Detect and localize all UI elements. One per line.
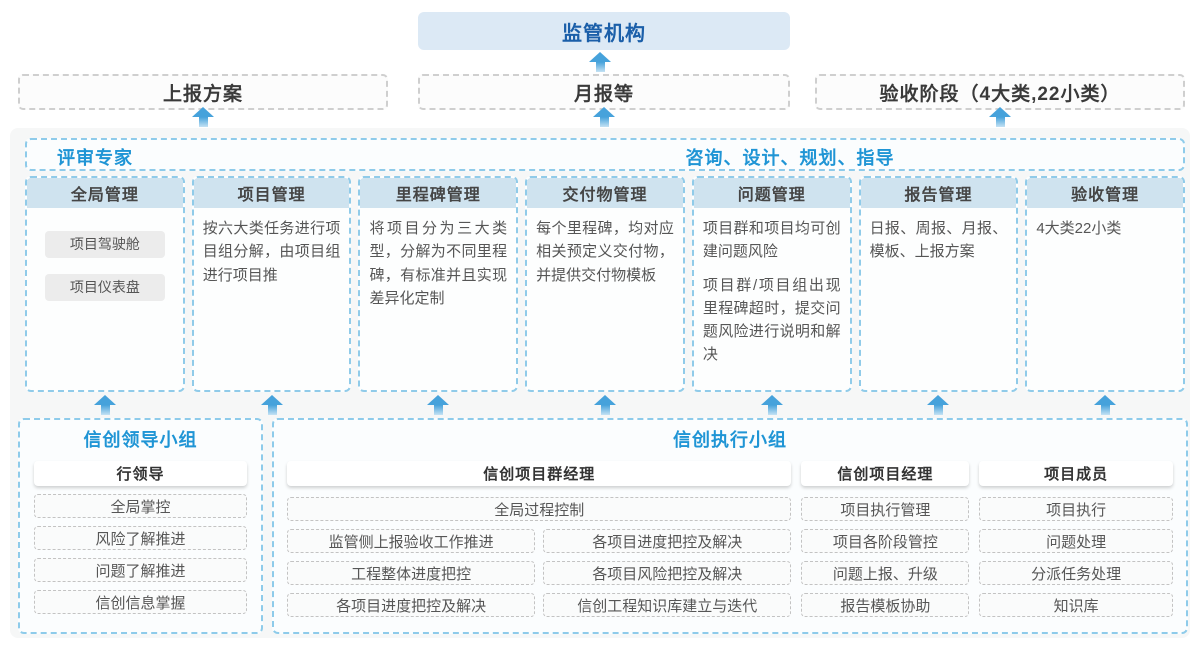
column-header: 交付物管理 xyxy=(527,178,683,208)
column-body: 项目驾驶舱 项目仪表盘 xyxy=(27,208,183,310)
module-column-issue: 问题管理 项目群和项目均可创建问题风险 项目群/项目组出现里程碑超时，提交问题风… xyxy=(691,176,852,392)
leader-group-title: 信创领导小组 xyxy=(83,430,198,450)
up-arrow-icon xyxy=(427,395,449,415)
task-item: 全局过程控制 xyxy=(287,497,792,521)
leader-group-body: 行领导 全局掌控 风险了解推进 问题了解推进 信创信息掌握 xyxy=(20,461,261,614)
exec-col-program-manager: 信创项目群经理 全局过程控制 监管侧上报验收工作推进 各项目进度把控及解决 工程… xyxy=(287,461,792,617)
channel-label: 上报方案 xyxy=(162,83,243,105)
issue-text-2: 项目群/项目组出现里程碑超时，提交问题风险进行说明和解决 xyxy=(702,276,841,364)
up-arrow-icon xyxy=(589,52,611,72)
up-arrow-icon xyxy=(261,395,283,415)
column-body: 按六大类任务进行项目组分解，由项目组进行项目推 xyxy=(202,220,341,284)
issue-text-1: 项目群和项目均可创建问题风险 xyxy=(702,220,841,261)
column-body: 日报、周报、月报、模板、上报方案 xyxy=(869,220,1008,261)
module-columns-row: 全局管理 项目驾驶舱 项目仪表盘 项目管理 按六大类任务进行项目组分解，由项目组… xyxy=(25,176,1186,392)
up-arrow-icon xyxy=(594,395,616,415)
module-column-milestone: 里程碑管理 将项目分为三大类型，分解为不同里程碑，有标准并且实现差异化定制 xyxy=(358,176,519,392)
channel-box-acceptance-stage: 验收阶段（4大类,22小类） xyxy=(815,74,1185,110)
column-header: 里程碑管理 xyxy=(360,178,517,208)
arrow-head xyxy=(589,52,611,62)
module-column-project: 项目管理 按六大类任务进行项目组分解，由项目组进行项目推 xyxy=(191,176,352,392)
channel-box-report-plan: 上报方案 xyxy=(18,74,388,110)
exec-group: 信创执行小组 信创项目群经理 全局过程控制 监管侧上报验收工作推进 各项目进度把… xyxy=(272,418,1188,634)
up-arrow-icon xyxy=(593,107,615,127)
role-box-project-manager: 信创项目经理 xyxy=(801,461,970,486)
leader-group: 信创领导小组 行领导 全局掌控 风险了解推进 问题了解推进 信创信息掌握 xyxy=(18,418,263,634)
up-arrow-icon xyxy=(94,395,116,415)
advisory-label: 咨询、设计、规划、指导 xyxy=(685,148,895,168)
task-item: 项目执行 xyxy=(979,497,1174,521)
exec-col-member: 项目成员 项目执行 问题处理 分派任务处理 知识库 xyxy=(979,461,1174,617)
role-box-bank-leader: 行领导 xyxy=(34,461,247,486)
column-header: 全局管理 xyxy=(27,178,183,208)
task-item: 全局掌控 xyxy=(34,494,247,518)
task-item: 问题了解推进 xyxy=(34,558,247,582)
column-header: 报告管理 xyxy=(860,178,1017,208)
task-item: 各项目进度把控及解决 xyxy=(543,529,792,553)
chip-project-dashboard: 项目仪表盘 xyxy=(44,274,165,301)
module-column-global: 全局管理 项目驾驶舱 项目仪表盘 xyxy=(25,176,185,392)
task-item: 分派任务处理 xyxy=(979,561,1174,585)
exec-group-body: 信创项目群经理 全局过程控制 监管侧上报验收工作推进 各项目进度把控及解决 工程… xyxy=(274,461,1186,617)
up-arrow-icon xyxy=(192,107,214,127)
column-body: 将项目分为三大类型，分解为不同里程碑，有标准并且实现差异化定制 xyxy=(369,220,508,307)
column-header: 项目管理 xyxy=(193,178,350,208)
chip-project-cockpit: 项目驾驶舱 xyxy=(44,231,165,258)
column-body: 4大类22小类 xyxy=(1036,220,1122,237)
task-item: 风险了解推进 xyxy=(34,526,247,550)
task-item: 信创工程知识库建立与迭代 xyxy=(543,593,792,617)
task-item: 信创信息掌握 xyxy=(34,590,247,614)
program-manager-task-grid: 监管侧上报验收工作推进 各项目进度把控及解决 工程整体进度把控 各项目风险把控及… xyxy=(287,529,792,617)
task-item: 监管侧上报验收工作推进 xyxy=(287,529,536,553)
task-item: 问题上报、升级 xyxy=(801,561,970,585)
task-item: 知识库 xyxy=(979,593,1174,617)
task-item: 项目各阶段管控 xyxy=(801,529,970,553)
regulator-box: 监管机构 xyxy=(418,12,790,50)
column-body: 每个里程碑，均对应相关预定义交付物，并提供交付物模板 xyxy=(536,220,674,284)
task-item: 项目执行管理 xyxy=(801,497,970,521)
column-header: 问题管理 xyxy=(693,178,850,208)
regulator-label: 监管机构 xyxy=(562,22,646,45)
task-item: 问题处理 xyxy=(979,529,1174,553)
module-column-acceptance: 验收管理 4大类22小类 xyxy=(1025,176,1186,392)
main-panel: 评审专家 咨询、设计、规划、指导 全局管理 项目驾驶舱 项目仪表盘 项目管理 按… xyxy=(10,128,1190,638)
arrow-stem xyxy=(595,62,605,72)
channel-label: 月报等 xyxy=(573,83,634,105)
channel-box-monthly-report: 月报等 xyxy=(418,74,790,110)
column-header: 验收管理 xyxy=(1027,178,1184,208)
module-column-report: 报告管理 日报、周报、月报、模板、上报方案 xyxy=(858,176,1019,392)
task-item: 报告模板协助 xyxy=(801,593,970,617)
task-item: 工程整体进度把控 xyxy=(287,561,536,585)
experts-bar: 评审专家 咨询、设计、规划、指导 xyxy=(25,138,1185,171)
task-item: 各项目风险把控及解决 xyxy=(543,561,792,585)
up-arrow-icon xyxy=(1094,395,1116,415)
role-box-program-manager: 信创项目群经理 xyxy=(287,461,792,486)
module-column-deliverable: 交付物管理 每个里程碑，均对应相关预定义交付物，并提供交付物模板 xyxy=(525,176,685,392)
up-arrow-icon xyxy=(761,395,783,415)
up-arrow-icon xyxy=(927,395,949,415)
task-item: 各项目进度把控及解决 xyxy=(287,593,536,617)
up-arrow-icon xyxy=(989,107,1011,127)
channel-label: 验收阶段（4大类,22小类） xyxy=(879,83,1121,105)
exec-group-title: 信创执行小组 xyxy=(673,430,787,450)
role-box-member: 项目成员 xyxy=(979,461,1174,486)
exec-col-project-manager: 信创项目经理 项目执行管理 项目各阶段管控 问题上报、升级 报告模板协助 xyxy=(801,461,970,617)
column-body: 项目群和项目均可创建问题风险 项目群/项目组出现里程碑超时，提交问题风险进行说明… xyxy=(694,208,850,386)
experts-label: 评审专家 xyxy=(57,148,133,168)
